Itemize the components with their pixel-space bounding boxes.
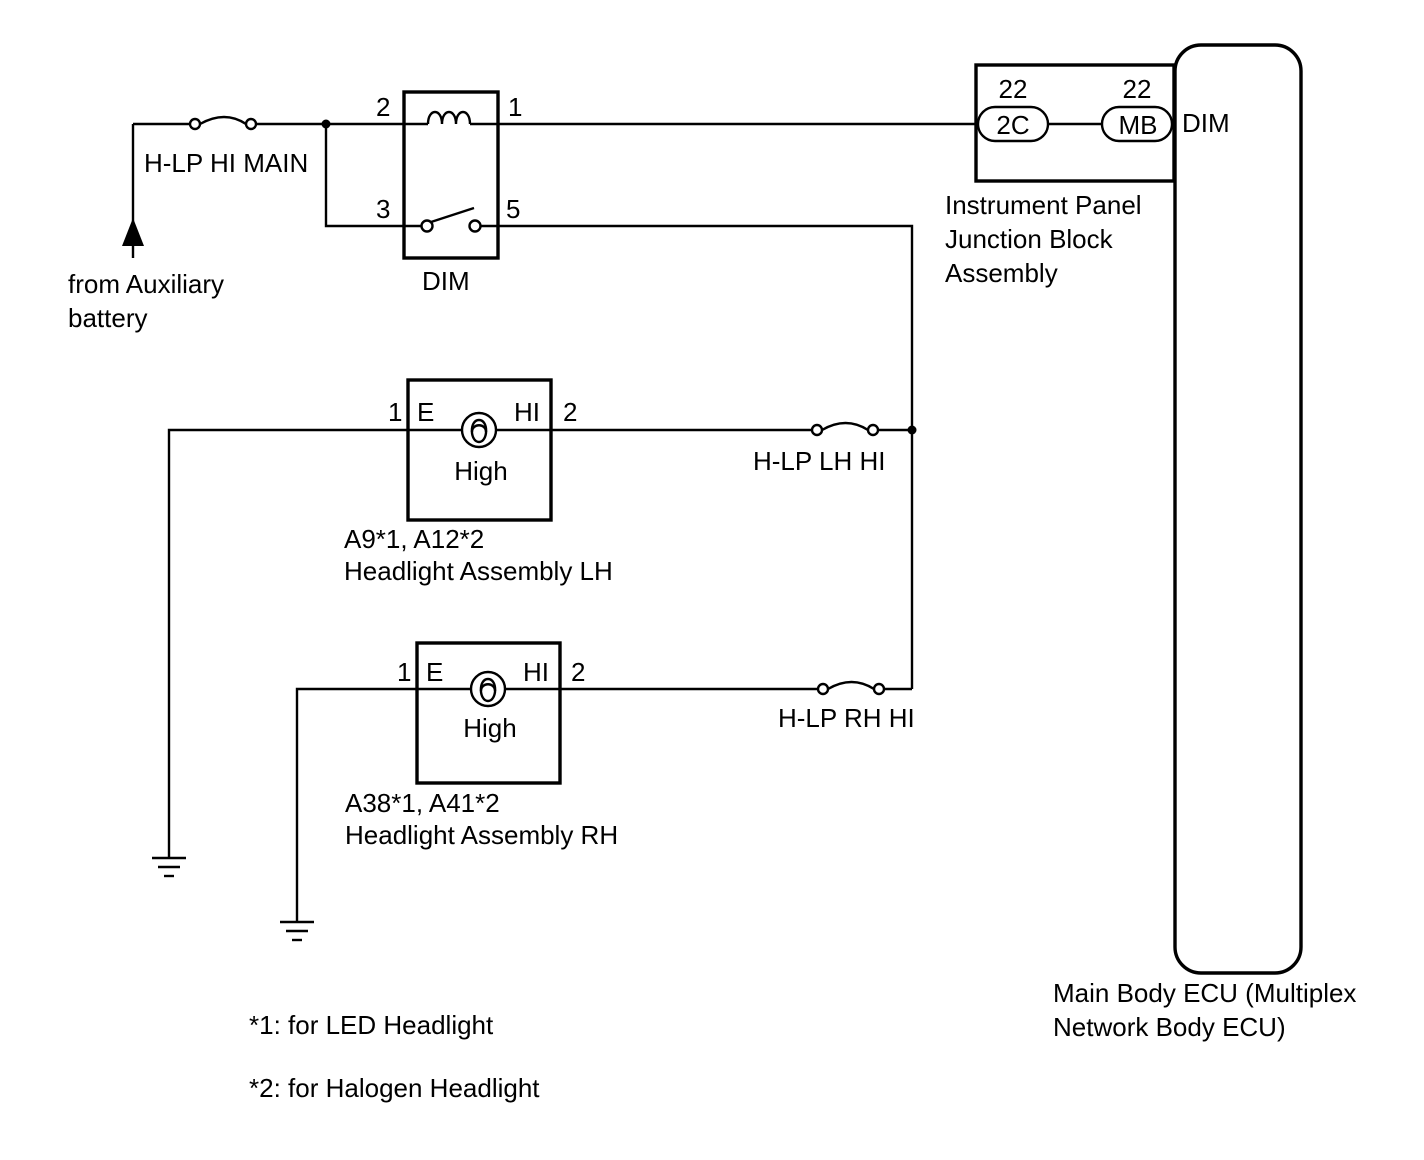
- junction-name-line1: Instrument Panel: [945, 190, 1142, 220]
- relay-pin-5: 5: [506, 194, 520, 224]
- rh-pin-left: 1: [397, 657, 411, 687]
- battery-arrow-icon: [122, 124, 144, 258]
- lh-term-right: HI: [514, 397, 540, 427]
- battery-label-line2: battery: [68, 303, 148, 333]
- fuse-main-icon: [188, 115, 258, 131]
- relay-name: DIM: [422, 266, 470, 296]
- wire-rh-ground: [295, 687, 417, 922]
- fuse-main-label: H-LP HI MAIN: [144, 148, 308, 178]
- lh-lamp-label: High: [454, 456, 507, 486]
- note-2: *2: for Halogen Headlight: [249, 1073, 540, 1103]
- junction-name-line3: Assembly: [945, 258, 1058, 288]
- dim-relay: [402, 90, 500, 260]
- fuse-lh-icon: [810, 421, 880, 437]
- lamp-lh-icon: [460, 411, 498, 449]
- lh-pin-left: 1: [388, 397, 402, 427]
- main-body-ecu: [1173, 43, 1303, 975]
- relay-pin-1: 1: [508, 92, 522, 122]
- ecu-name-line1: Main Body ECU (Multiplex: [1053, 978, 1356, 1008]
- rh-pin-right: 2: [571, 657, 585, 687]
- rh-term-right: HI: [523, 657, 549, 687]
- fuse-rh-label: H-LP RH HI: [778, 703, 915, 733]
- lh-term-left: E: [417, 397, 434, 427]
- ecu-terminal-dim: DIM: [1182, 108, 1230, 138]
- rh-term-left: E: [426, 657, 443, 687]
- lh-codes: A9*1, A12*2: [344, 524, 484, 554]
- fuse-rh-icon: [816, 680, 886, 696]
- relay-pin-2: 2: [376, 92, 390, 122]
- wire-lh-ground: [167, 428, 408, 858]
- wire-relay-to-headlights: [498, 224, 914, 689]
- headlight-lh: [406, 378, 553, 522]
- connector-mb: MB: [1119, 110, 1158, 140]
- junction-pin-left: 22: [999, 74, 1028, 104]
- headlight-rh: [415, 641, 562, 785]
- ecu-name-line2: Network Body ECU): [1053, 1012, 1286, 1042]
- ground-rh-icon: [280, 920, 314, 942]
- lh-pin-right: 2: [563, 397, 577, 427]
- rh-lamp-label: High: [463, 713, 516, 743]
- connector-2c: 2C: [996, 110, 1029, 140]
- lamp-rh-icon: [469, 670, 507, 708]
- battery-label-line1: from Auxiliary: [68, 269, 224, 299]
- lh-name: Headlight Assembly LH: [344, 556, 613, 586]
- relay-pin-3: 3: [376, 194, 390, 224]
- wire-relay-pin3-feed: [324, 124, 404, 228]
- junction-pin-right: 22: [1123, 74, 1152, 104]
- relay-coil-icon: [426, 110, 472, 125]
- junction-name-line2: Junction Block: [945, 224, 1114, 254]
- fuse-lh-label: H-LP LH HI: [753, 446, 885, 476]
- ground-lh-icon: [152, 856, 186, 878]
- relay-switch-icon: [430, 206, 475, 224]
- note-1: *1: for LED Headlight: [249, 1010, 494, 1040]
- rh-codes: A38*1, A41*2: [345, 788, 500, 818]
- rh-name: Headlight Assembly RH: [345, 820, 618, 850]
